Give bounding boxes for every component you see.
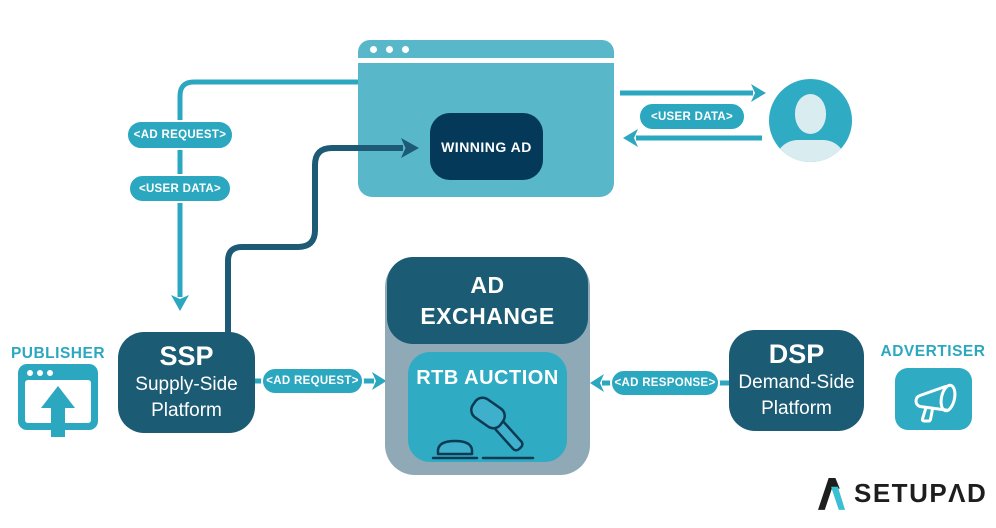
browser-titlebar [358, 40, 614, 58]
window-dot-icon [386, 45, 393, 53]
megaphone-icon [914, 383, 956, 423]
window-dot-icon [370, 45, 377, 53]
arrowhead-down-icon [171, 295, 189, 311]
setupad-logo-mark [818, 477, 846, 510]
ad-request-pill-top: <AD REQUEST> [126, 120, 234, 150]
ssp-name-line2: Platform [151, 400, 222, 421]
window-dot-icon [402, 45, 409, 53]
dsp-box: DSP Demand-Side Platform [729, 330, 864, 431]
setupad-logo: SETUPΛD [818, 474, 987, 512]
ssp-box: SSP Supply-Side Platform [118, 332, 255, 433]
arrowhead-left-icon [590, 374, 604, 392]
dsp-name-line1: Demand-Side [738, 372, 855, 393]
browser-titlebar-divider [358, 58, 614, 63]
rtb-auction-box: RTB AUCTION [408, 352, 567, 462]
rtb-auction-label: RTB AUCTION [416, 367, 559, 389]
ad-response-pill: <AD RESPONSE> [610, 369, 720, 397]
browser-window: WINNING AD [358, 40, 614, 197]
ad-exchange-title-line2: EXCHANGE [420, 303, 555, 329]
advertiser-label: ADVERTISER [880, 343, 986, 360]
browser-upload-icon [18, 364, 98, 437]
user-avatar [769, 79, 852, 162]
publisher-label: PUBLISHER [10, 345, 106, 362]
ad-exchange-box: AD EXCHANGE RTB AUCTION [385, 257, 590, 475]
ssp-name-line1: Supply-Side [135, 374, 238, 395]
avatar-shoulders-icon [775, 140, 846, 162]
ad-request-pill-middle: <AD REQUEST> [261, 367, 364, 395]
ssp-abbr: SSP [159, 341, 214, 371]
gavel-icon [431, 396, 535, 460]
dsp-name-line2: Platform [761, 398, 832, 419]
ad-exchange-title-line1: AD [470, 272, 505, 298]
arrowhead-right-icon [751, 84, 766, 102]
arrowhead-left-icon [623, 129, 638, 147]
user-data-pill-right: <USER DATA> [638, 102, 746, 131]
user-data-pill-top: <USER DATA> [128, 174, 232, 203]
avatar-head-icon [795, 94, 826, 134]
advertiser-icon-box [895, 368, 972, 430]
ad-exchange-header: AD EXCHANGE [387, 257, 588, 344]
setupad-logo-text: SETUPΛD [854, 477, 988, 508]
winning-ad-label: WINNING AD [441, 138, 532, 155]
winning-ad-box: WINNING AD [430, 113, 543, 180]
dsp-abbr: DSP [768, 339, 825, 369]
